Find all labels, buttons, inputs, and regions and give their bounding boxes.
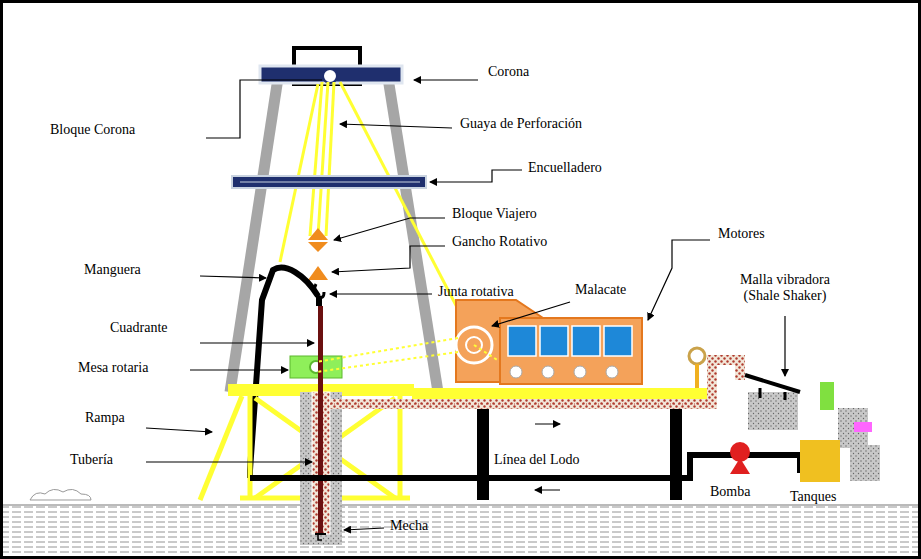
crown-label: Corona	[488, 64, 529, 80]
travelling-block-label: Bloque Viajero	[452, 206, 537, 222]
hose-label: Manguera	[84, 262, 141, 278]
tanks-label: Tanques	[790, 489, 836, 505]
motors-label: Motores	[718, 226, 765, 242]
drawworks-label: Malacate	[575, 282, 626, 298]
rotary-table-label: Mesa rotaria	[78, 360, 148, 376]
monkey-board-label: Encuelladero	[528, 160, 602, 176]
mud-line-label: Línea del Lodo	[494, 452, 580, 468]
pump-label: Bomba	[710, 484, 750, 500]
hook-label: Gancho Rotativo	[452, 234, 547, 250]
pipe-label: Tubería	[70, 452, 113, 468]
bit-label: Mecha	[390, 518, 428, 534]
swivel-label: Junta rotativa	[438, 284, 514, 300]
drill-line-label: Guaya de Perforación	[460, 116, 582, 132]
ramp-label: Rampa	[85, 410, 125, 426]
kelly-label: Cuadrante	[110, 320, 168, 336]
crown-block-label: Bloque Corona	[50, 122, 135, 138]
shale-shaker-label: Malla vibradora (Shale Shaker)	[725, 272, 845, 304]
